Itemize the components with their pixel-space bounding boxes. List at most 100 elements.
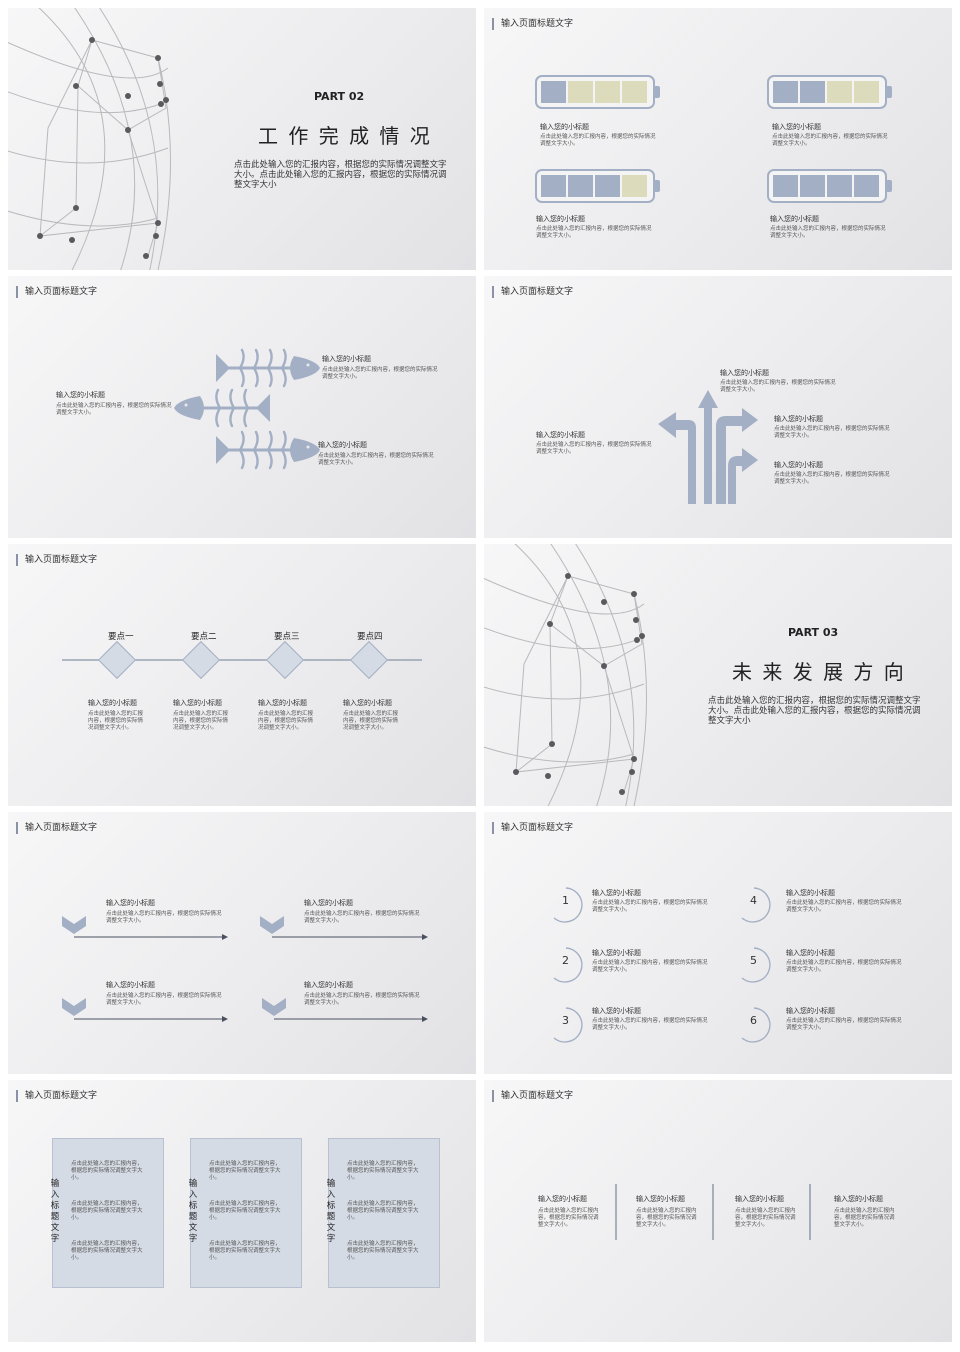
subtitle: 输入您的小标题 — [536, 215, 585, 223]
section-desc: 点击此处输入您的汇报内容，根据您的实际情况调整文字大小。点击此处输入您的汇报内容… — [234, 160, 447, 190]
subtitle: 输入您的小标题 — [770, 215, 819, 223]
section-title: 工 作 完 成 情 况 — [258, 124, 432, 148]
info-card: 输入标题文字 点击此处输入您的汇报内容，根据您的实际情况调整文字大小。 点击此处… — [326, 1138, 440, 1288]
globe-graphic — [484, 544, 647, 806]
description: 点击此处输入您的汇报内容，根据您的实际情况调整文字大小。 — [322, 367, 438, 380]
subtitle: 输入您的小标题 — [592, 1007, 641, 1015]
battery-segment — [827, 175, 852, 197]
page-title: 输入页面标题文字 — [16, 1090, 97, 1102]
subtitle: 输入您的小标题 — [774, 461, 823, 469]
description: 点击此处输入您的汇报内容，根据您的实际情况调整文字大小。 — [540, 134, 656, 147]
description: 点击此处输入您的汇报内容，根据您的实际情况调整文字大小。 — [770, 226, 886, 239]
slide-chevrons: 输入页面标题文字 输入您的小标题 点击此处输入您的汇报内容，根据您的实际情况调整… — [8, 812, 476, 1074]
battery-cap — [886, 180, 892, 192]
card-label: 输入标题文字 — [50, 1179, 60, 1244]
card-line: 点击此处输入您的汇报内容，根据您的实际情况调整文字大小。 — [209, 1161, 281, 1181]
description: 点击此处输入您的汇报内容，根据您的实际情况调整文字大小。 — [774, 426, 890, 439]
subtitle: 输入您的小标题 — [106, 981, 155, 989]
description: 点击此处输入您的汇报内容，根据您的实际情况调整文字大小。 — [536, 442, 652, 455]
description: 点击此处输入您的汇报内容，根据您的实际情况调整文字大小。 — [343, 711, 399, 731]
slide-part-02: PART 02 工 作 完 成 情 况 点击此处输入您的汇报内容，根据您的实际情… — [8, 8, 476, 270]
battery-segment — [541, 81, 566, 103]
card-line: 点击此处输入您的汇报内容，根据您的实际情况调整文字大小。 — [71, 1161, 143, 1181]
slide-cards: 输入页面标题文字 输入标题文字 点击此处输入您的汇报内容，根据您的实际情况调整文… — [8, 1080, 476, 1342]
battery-segment — [595, 81, 620, 103]
card-line: 点击此处输入您的汇报内容，根据您的实际情况调整文字大小。 — [347, 1201, 419, 1221]
description: 点击此处输入您的汇报内容，根据您的实际情况调整文字大小。 — [786, 900, 902, 913]
subtitle: 输入您的小标题 — [318, 441, 367, 449]
description: 点击此处输入您的汇报内容，根据您的实际情况调整文字大小。 — [258, 711, 314, 731]
part-label: PART 03 — [788, 626, 839, 639]
description: 点击此处输入您的汇报内容，根据您的实际情况调整文字大小。 — [304, 911, 420, 924]
subtitle: 输入您的小标题 — [173, 699, 222, 707]
page-title: 输入页面标题文字 — [492, 822, 573, 834]
battery-segment — [773, 81, 798, 103]
page-title: 输入页面标题文字 — [16, 286, 97, 298]
part-label: PART 02 — [314, 90, 365, 103]
subtitle: 输入您的小标题 — [322, 355, 371, 363]
battery-segment — [800, 81, 825, 103]
subtitle: 输入您的小标题 — [772, 123, 821, 131]
card-label: 输入标题文字 — [188, 1179, 198, 1244]
description: 点击此处输入您的汇报内容，根据您的实际情况调整文字大小。 — [735, 1208, 796, 1228]
description: 点击此处输入您的汇报内容，根据您的实际情况调整文字大小。 — [592, 900, 708, 913]
battery-cap — [654, 86, 660, 98]
page-title: 输入页面标题文字 — [492, 1090, 573, 1102]
battery-cap — [654, 180, 660, 192]
slide-battery: 输入页面标题文字 输入您的小标题 点击此处输入您的汇报内容，根据您的实际情况调整… — [484, 8, 952, 270]
subtitle: 输入您的小标题 — [538, 1195, 587, 1203]
card-line: 点击此处输入您的汇报内容，根据您的实际情况调整文字大小。 — [71, 1241, 143, 1261]
subtitle: 输入您的小标题 — [536, 431, 585, 439]
timeline-graphic — [62, 640, 422, 680]
subtitle: 输入您的小标题 — [258, 699, 307, 707]
battery-segment — [622, 81, 647, 103]
point-label: 要点二 — [191, 632, 217, 642]
item-number: 4 — [750, 894, 757, 907]
item-number: 5 — [750, 954, 757, 967]
card-line: 点击此处输入您的汇报内容，根据您的实际情况调整文字大小。 — [347, 1161, 419, 1181]
battery-cap — [886, 86, 892, 98]
subtitle: 输入您的小标题 — [786, 889, 835, 897]
battery-segment — [568, 81, 593, 103]
fishbone-graphic — [174, 348, 320, 470]
slide-key-points: 输入页面标题文字 要点一 要点二 要点三 要点四 输入您的小标题 点击此处输入您… — [8, 544, 476, 806]
subtitle: 输入您的小标题 — [592, 949, 641, 957]
slide-part-03: PART 03 未 来 发 展 方 向 点击此处输入您的汇报内容，根据您的实际情… — [484, 544, 952, 806]
section-title: 未 来 发 展 方 向 — [732, 660, 906, 684]
page-title: 输入页面标题文字 — [492, 18, 573, 30]
battery-segment — [800, 175, 825, 197]
description: 点击此处输入您的汇报内容，根据您的实际情况调整文字大小。 — [538, 1208, 599, 1228]
description: 点击此处输入您的汇报内容，根据您的实际情况调整文字大小。 — [106, 911, 222, 924]
subtitle: 输入您的小标题 — [786, 1007, 835, 1015]
subtitle: 输入您的小标题 — [304, 899, 353, 907]
slide-numbered-list: 输入页面标题文字 1 2 3 4 5 6 输入您的小标题 点击此处输入您的汇报内… — [484, 812, 952, 1074]
battery-segment — [854, 81, 879, 103]
slide-columns: 输入页面标题文字 输入您的小标题 点击此处输入您的汇报内容，根据您的实际情况调整… — [484, 1080, 952, 1342]
info-card: 输入标题文字 点击此处输入您的汇报内容，根据您的实际情况调整文字大小。 点击此处… — [188, 1138, 302, 1288]
page-title: 输入页面标题文字 — [16, 822, 97, 834]
description: 点击此处输入您的汇报内容，根据您的实际情况调整文字大小。 — [774, 472, 890, 485]
subtitle: 输入您的小标题 — [786, 949, 835, 957]
card-line: 点击此处输入您的汇报内容，根据您的实际情况调整文字大小。 — [209, 1201, 281, 1221]
card-line: 点击此处输入您的汇报内容，根据您的实际情况调整文字大小。 — [209, 1241, 281, 1261]
subtitle: 输入您的小标题 — [56, 391, 105, 399]
battery-segment — [541, 175, 566, 197]
subtitle: 输入您的小标题 — [774, 415, 823, 423]
section-desc: 点击此处输入您的汇报内容，根据您的实际情况调整文字大小。点击此处输入您的汇报内容… — [708, 696, 921, 726]
point-label: 要点三 — [274, 632, 300, 642]
circles-graphic — [553, 887, 771, 1043]
description: 点击此处输入您的汇报内容，根据您的实际情况调整文字大小。 — [56, 403, 172, 416]
description: 点击此处输入您的汇报内容，根据您的实际情况调整文字大小。 — [318, 453, 434, 466]
card-label: 输入标题文字 — [326, 1179, 336, 1244]
subtitle: 输入您的小标题 — [88, 699, 137, 707]
description: 点击此处输入您的汇报内容，根据您的实际情况调整文字大小。 — [772, 134, 888, 147]
item-number: 2 — [562, 954, 569, 967]
battery-segment — [854, 175, 879, 197]
battery-segment — [827, 81, 852, 103]
description: 点击此处输入您的汇报内容，根据您的实际情况调整文字大小。 — [786, 1018, 902, 1031]
description: 点击此处输入您的汇报内容，根据您的实际情况调整文字大小。 — [636, 1208, 697, 1228]
subtitle: 输入您的小标题 — [735, 1195, 784, 1203]
dividers-graphic — [615, 1184, 811, 1240]
globe-graphic — [8, 8, 171, 270]
point-label: 要点四 — [357, 632, 383, 642]
